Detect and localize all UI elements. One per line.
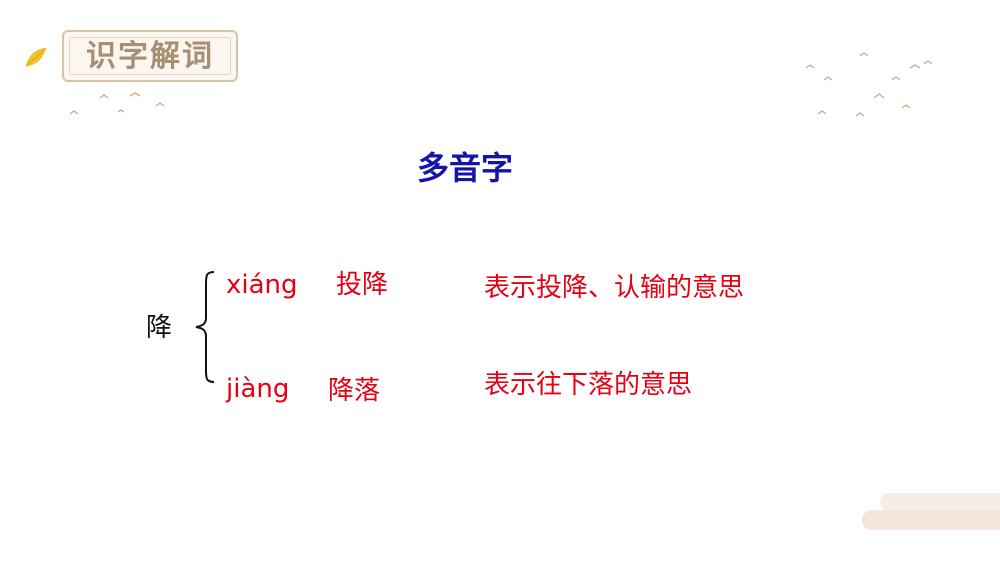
decorative-stripe-top: [880, 493, 1000, 511]
birds-decoration-left: [69, 92, 165, 115]
leaf-icon: [25, 47, 47, 67]
birds-decoration-right: [805, 52, 933, 117]
page-title: 多音字: [416, 149, 513, 187]
reading-1-meaning: 表示投降、认输的意思: [484, 273, 745, 303]
reading-1-pinyin: xiáng: [226, 270, 298, 300]
brace-icon: [195, 271, 215, 383]
reading-1-word: 投降: [336, 270, 389, 300]
reading-2-meaning: 表示往下落的意思: [484, 370, 693, 400]
section-badge-label: 识字解词: [86, 39, 214, 74]
main-character: 降: [146, 313, 173, 343]
reading-2-pinyin: jiàng: [226, 374, 290, 404]
section-badge: 识字解词: [62, 30, 238, 82]
reading-2-word: 降落: [328, 376, 381, 406]
decorative-stripe-bottom: [862, 510, 1000, 530]
section-badge-frame: [69, 37, 231, 75]
